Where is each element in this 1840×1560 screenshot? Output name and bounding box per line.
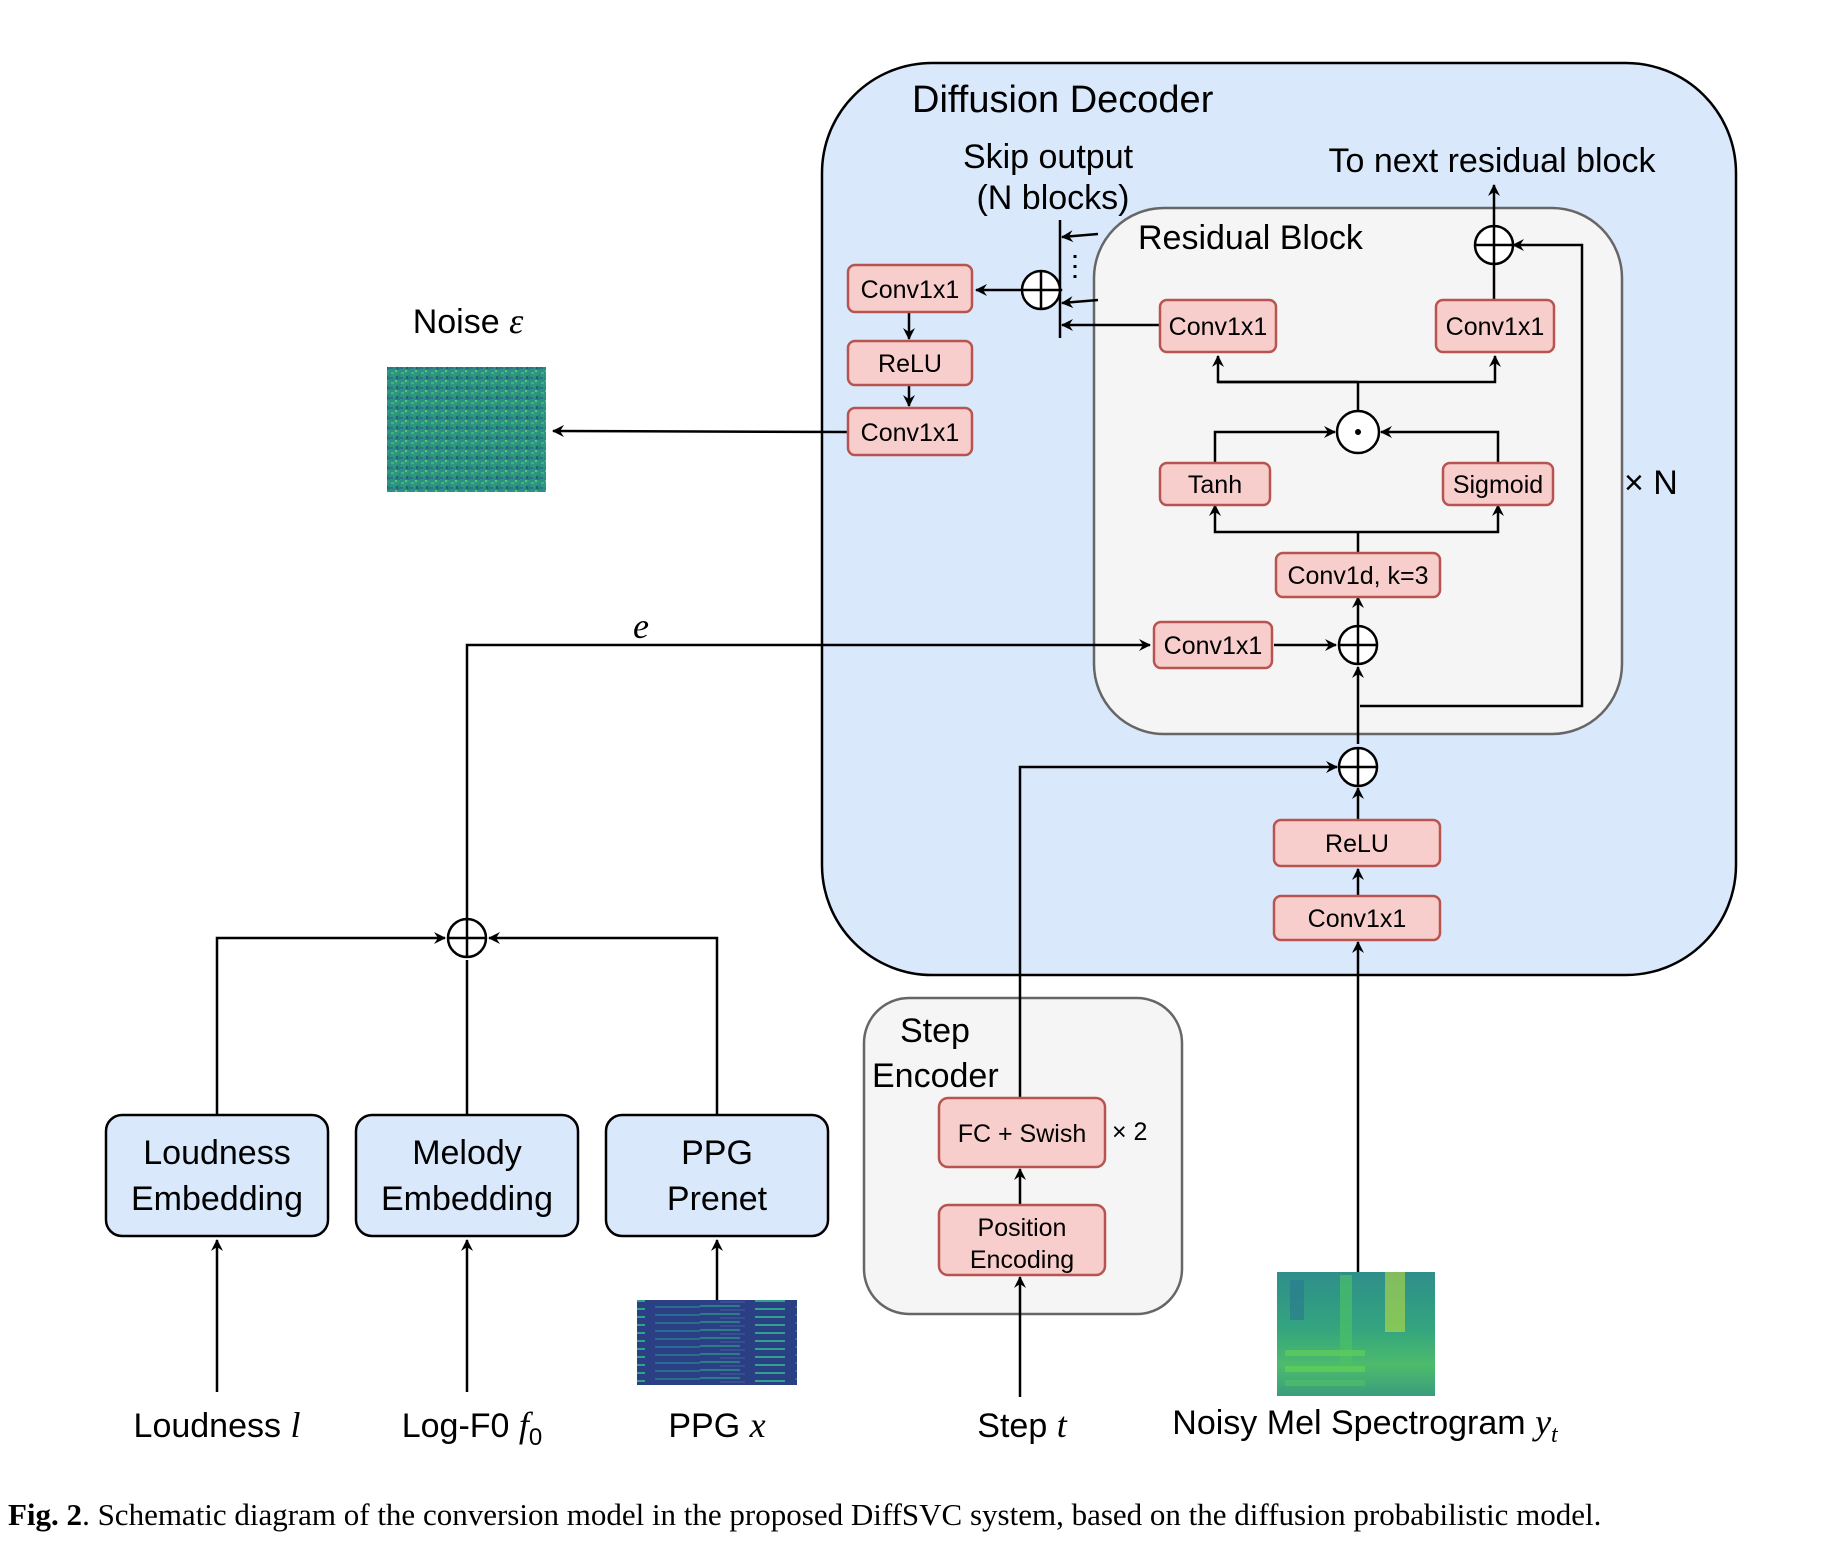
residual-repeat-label: × N	[1624, 464, 1678, 502]
in-relu-label: ReLU	[1325, 830, 1389, 858]
skip-sum-node	[1020, 269, 1062, 311]
noise-image	[387, 367, 546, 492]
cond-conv1x1-box	[1152, 620, 1274, 670]
ppg-input-label: PPG x	[668, 1405, 765, 1445]
in-conv1x1-label: Conv1x1	[1308, 905, 1407, 933]
step-repeat-label: × 2	[1112, 1118, 1147, 1146]
figure-caption: Fig. 2. Schematic diagram of the convers…	[8, 1497, 1838, 1533]
step-encoder-title-2: Encoder	[872, 1057, 999, 1095]
ppg-prenet-label-1: PPG	[681, 1134, 753, 1172]
noise-label: Noise ε	[413, 301, 524, 341]
gate-product-node	[1335, 409, 1381, 455]
mel-input-label: Noisy Mel Spectrogram yt	[1172, 1402, 1559, 1448]
embedding-sum-node	[446, 917, 488, 959]
conv1d-label: Conv1d, k=3	[1287, 562, 1428, 590]
cond-e-label: e	[633, 606, 649, 646]
cond-sum-node	[1337, 624, 1379, 666]
tanh-box	[1158, 461, 1272, 507]
melody-embedding-label-2: Embedding	[381, 1180, 553, 1218]
residual-block-title: Residual Block	[1138, 219, 1364, 257]
figure-caption-text: . Schematic diagram of the conversion mo…	[82, 1497, 1602, 1532]
step-input-label: Step t	[977, 1405, 1067, 1445]
to-next-residual-label: To next residual block	[1329, 142, 1657, 180]
melody-embedding-box	[354, 1113, 580, 1238]
skip-output-count-label: (N blocks)	[976, 179, 1129, 217]
loudness-input-label: Loudness l	[134, 1405, 301, 1445]
out-relu-box	[846, 339, 974, 387]
ppg-image	[637, 1300, 797, 1385]
cond-conv1x1-label: Conv1x1	[1164, 632, 1263, 660]
ppg-prenet-box	[604, 1113, 830, 1238]
sigmoid-label: Sigmoid	[1453, 471, 1543, 499]
in-conv1x1-box	[1272, 894, 1442, 942]
next-conv1x1-box	[1434, 298, 1556, 354]
out-conv1x1-2-label: Conv1x1	[861, 419, 960, 447]
skip-conv1x1-box	[1158, 298, 1278, 354]
loudness-embedding-label-1: Loudness	[143, 1134, 290, 1172]
out-conv1x1-1-box	[846, 263, 974, 314]
position-encoding-box	[937, 1203, 1107, 1277]
figure-caption-label: Fig. 2	[8, 1497, 83, 1532]
conv1d-box	[1274, 551, 1442, 599]
residual-out-sum-node	[1473, 224, 1515, 266]
loudness-embedding-label-2: Embedding	[131, 1180, 303, 1218]
diffsvc-diagram: Diffusion Decoder Residual Block Step En…	[104, 61, 1738, 1451]
logf0-input-label: Log-F0 f0	[402, 1405, 543, 1451]
fc-swish-label: FC + Swish	[958, 1120, 1087, 1148]
ppg-prenet-label-2: Prenet	[667, 1180, 768, 1218]
melody-embedding-label-1: Melody	[412, 1134, 522, 1172]
fc-swish-box	[937, 1096, 1107, 1169]
position-encoding-label-1: Position	[978, 1214, 1067, 1242]
diffusion-decoder-title: Diffusion Decoder	[912, 79, 1214, 121]
out-relu-label: ReLU	[878, 350, 942, 378]
step-encoder-title-1: Step	[900, 1012, 970, 1050]
skip-output-label: Skip output	[963, 138, 1134, 176]
tanh-label: Tanh	[1188, 471, 1242, 499]
in-relu-box	[1272, 818, 1442, 868]
out-conv1x1-2-box	[846, 406, 974, 457]
next-conv1x1-label: Conv1x1	[1446, 313, 1545, 341]
step-sum-node	[1337, 746, 1379, 788]
out-conv1x1-1-label: Conv1x1	[861, 276, 960, 304]
mel-spectrogram-image	[1277, 1272, 1435, 1396]
loudness-embedding-box	[104, 1113, 330, 1238]
skip-conv1x1-label: Conv1x1	[1169, 313, 1268, 341]
position-encoding-label-2: Encoding	[970, 1246, 1074, 1274]
sigmoid-box	[1441, 461, 1555, 507]
